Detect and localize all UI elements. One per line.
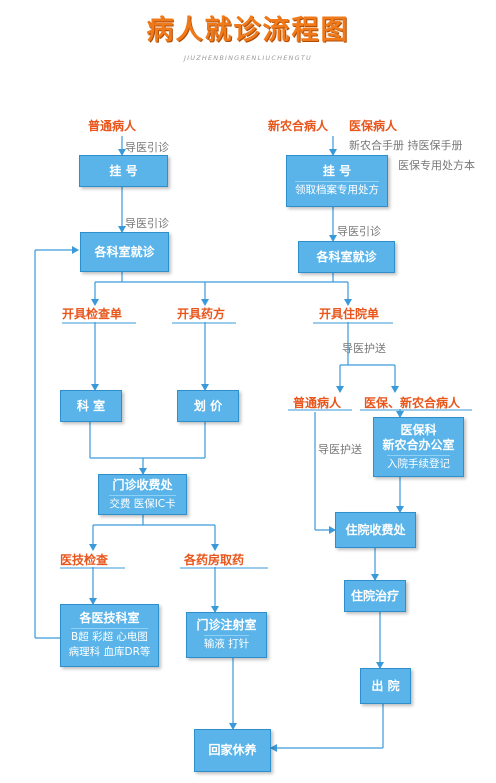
branch-inpatient-label: 开具住院单 <box>319 307 380 321</box>
right-patient-type-b: 医保病人 <box>349 119 398 133</box>
right-guide-label: 导医引诊 <box>337 225 381 238</box>
left-department-box[interactable]: 各科室就诊 <box>80 232 169 272</box>
left-department-label: 各科室就诊 <box>94 244 155 259</box>
right-docs-line-1: 新农合手册 持医保手册 <box>349 139 463 152</box>
page-title: 病人就诊流程图 <box>146 15 350 46</box>
inpatient-treatment-box[interactable]: 住院治疗 <box>344 580 406 612</box>
discharge-box[interactable]: 出 院 <box>360 668 411 704</box>
inpatient-guide-label: 导医护送 <box>342 342 386 355</box>
med-exam-label: 医技检查 <box>60 553 109 567</box>
pricing-label: 划 价 <box>193 398 223 413</box>
inpatient-treatment-label: 住院治疗 <box>350 588 399 603</box>
right-docs-line-2: 医保专用处方本 <box>398 159 475 172</box>
left-guide-label-1: 导医引诊 <box>125 141 169 154</box>
left-guide-label-2: 导医引诊 <box>125 217 169 230</box>
page-subtitle: JIUZHENBINGRENLIUCHENGTU <box>184 54 312 62</box>
home-label: 回家休养 <box>208 743 257 757</box>
inpatient-cashier-box[interactable]: 住院收费处 <box>335 512 416 548</box>
inpatient-normal-label: 普通病人 <box>293 396 342 410</box>
med-tech-box[interactable]: 各医技科室 B超 彩超 心电图 病理科 血库DR等 <box>60 604 159 667</box>
left-register-label: 挂 号 <box>109 163 138 178</box>
right-register-label: 挂 号 <box>322 164 352 178</box>
inpatient-guide-label-2: 导医护送 <box>318 443 362 456</box>
inpatient-cashier-label: 住院收费处 <box>345 522 406 537</box>
insurance-office-box[interactable]: 医保科 新农合办公室 入院手续登记 <box>373 417 464 477</box>
insurance-office-line-3: 入院手续登记 <box>387 454 450 472</box>
right-patient-type-a: 新农合病人 <box>268 119 329 133</box>
injection-label: 门诊注射室 <box>196 618 257 632</box>
pricing-box[interactable]: 划 价 <box>177 390 239 422</box>
med-tech-label: 各医技科室 <box>79 611 140 625</box>
injection-box[interactable]: 门诊注射室 输液 打针 <box>186 612 267 658</box>
branch-exam-label: 开具检查单 <box>62 307 123 321</box>
inpatient-insured-label: 医保、新农合病人 <box>364 396 461 410</box>
insurance-office-line-1: 医保科 <box>400 422 437 437</box>
outpatient-cashier-sub: 交费 医保IC卡 <box>109 494 176 512</box>
left-register-box[interactable]: 挂 号 <box>79 155 168 187</box>
dept-room-box[interactable]: 科 室 <box>60 390 122 422</box>
discharge-label: 出 院 <box>371 678 400 693</box>
outpatient-cashier-box[interactable]: 门诊收费处 交费 医保IC卡 <box>98 474 187 515</box>
insurance-office-line-2: 新农合办公室 <box>382 437 455 452</box>
home-box[interactable]: 回家休养 <box>194 729 271 772</box>
dept-room-label: 科 室 <box>76 398 106 413</box>
med-tech-sub-1: B超 彩超 心电图 <box>71 628 148 645</box>
right-department-box[interactable]: 各科室就诊 <box>298 241 395 273</box>
branch-prescription-label: 开具药方 <box>177 307 226 321</box>
right-register-sub: 领取档案专用处方 <box>295 181 379 198</box>
right-department-label: 各科室就诊 <box>316 249 377 264</box>
pharmacy-label: 各药房取药 <box>184 553 245 567</box>
left-patient-type: 普通病人 <box>88 119 137 133</box>
injection-sub: 输液 打针 <box>203 635 250 652</box>
right-register-box[interactable]: 挂 号 领取档案专用处方 <box>286 155 388 207</box>
med-tech-sub-2: 病理科 血库DR等 <box>68 646 151 658</box>
outpatient-cashier-label: 门诊收费处 <box>112 477 173 492</box>
